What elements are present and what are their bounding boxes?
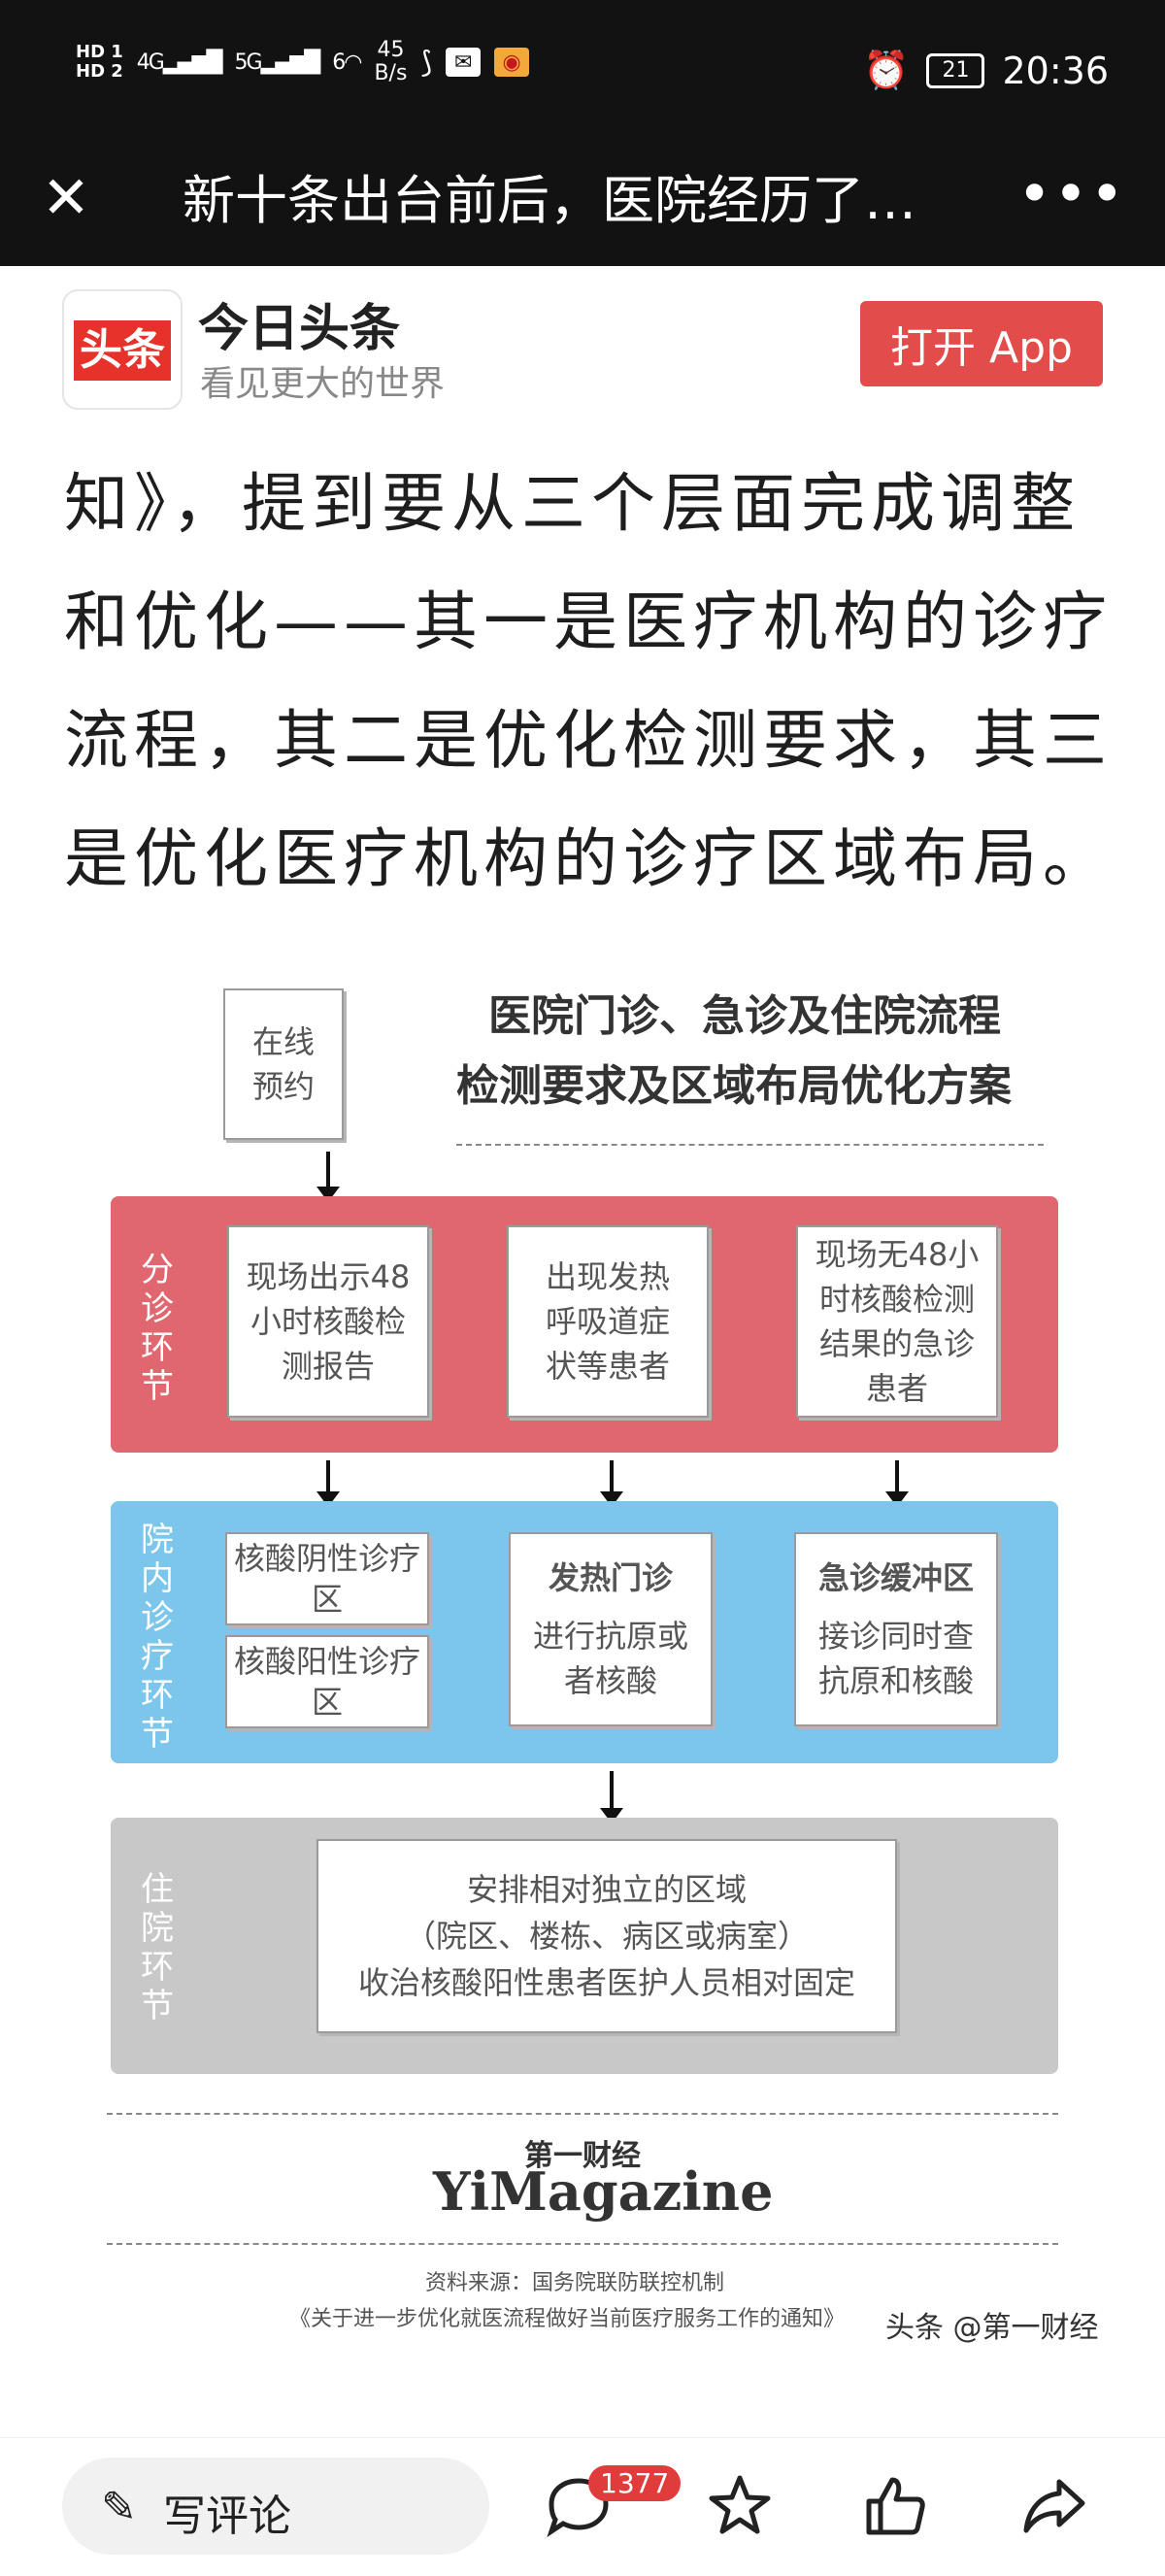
open-app-button[interactable]: 打开 App (860, 301, 1103, 386)
triage-box-emergency: 现场无48小时核酸检测结果的急诊患者 (796, 1225, 998, 1418)
brand-tagline: 看见更大的世界 (200, 364, 446, 404)
source-line2: 《关于进一步优化就医流程做好当前医疗服务工作的通知》 (289, 2307, 846, 2331)
positive-zone-box: 核酸阳性诊疗区 (225, 1635, 429, 1728)
logo-text: 头条 (74, 320, 171, 381)
watermark: 头条 @第一财经 (885, 2311, 1099, 2345)
arrow-down-4 (885, 1460, 909, 1507)
arrow-down-5 (600, 1771, 623, 1823)
page-title: 新十条出台前后，医院经历了… (183, 170, 916, 231)
inpatient-label: 住院环节 (141, 1870, 174, 2025)
alarm-icon: ⏰ (863, 49, 910, 91)
title-divider (456, 1144, 1044, 1146)
link-icon: ⟆ (420, 45, 433, 80)
mail-icon: ✉ (446, 48, 482, 77)
article-paragraph: 知》，提到要从三个层面完成调整和优化——其一是医疗机构的诊疗流程，其二是优化检测… (64, 466, 1113, 896)
signal-bars-icon-1: ▂▄▆█ (162, 50, 223, 75)
like-icon[interactable] (856, 2467, 934, 2545)
inhospital-label: 院内诊疗环节 (141, 1521, 174, 1754)
arrow-down-1 (316, 1152, 340, 1202)
comment-placeholder: 写评论 (163, 2492, 291, 2541)
footer-divider-top (107, 2113, 1058, 2115)
emergency-buffer-box: 急诊缓冲区 接诊同时查抗原和核酸 (794, 1532, 998, 1726)
comment-input[interactable]: ✎ 写评论 (62, 2458, 489, 2555)
pen-icon: ✎ (101, 2483, 137, 2532)
star-icon[interactable] (701, 2467, 779, 2545)
triage-box-fever: 出现发热呼吸道症状等患者 (507, 1225, 709, 1418)
infographic-title-line2: 检测要求及区域布局优化方案 (456, 1061, 1012, 1111)
clock: 20:36 (1002, 49, 1109, 92)
close-icon[interactable]: ✕ (41, 164, 91, 232)
title-bar: ✕ 新十条出台前后，医院经历了… ••• (0, 146, 1165, 266)
source-line1: 资料来源：国务院联防联控机制 (425, 2271, 725, 2295)
arrow-down-3 (600, 1460, 623, 1507)
more-options-icon[interactable]: ••• (1016, 160, 1126, 228)
hd1-indicator: HD 1 (76, 42, 123, 62)
weibo-icon: ◉ (494, 48, 530, 77)
hd2-indicator: HD 2 (76, 61, 123, 82)
inpatient-box: 安排相对独立的区域 （院区、楼栋、病区或病室） 收治核酸阳性患者医护人员相对固定 (316, 1839, 897, 2033)
network-4g: 4G▂▄▆█ (136, 50, 223, 75)
share-icon[interactable] (1015, 2467, 1093, 2545)
arrow-down-2 (316, 1460, 340, 1507)
footer-divider-bottom (107, 2243, 1058, 2245)
wifi-icon: 6◠ (332, 50, 362, 75)
triage-label: 分诊环节 (141, 1251, 174, 1406)
comment-icon[interactable] (540, 2467, 617, 2545)
yimagazine-logo: YiMagazine (433, 2160, 774, 2223)
infographic: 在线预约 医院门诊、急诊及住院流程 检测要求及区域布局优化方案 分诊环节 现场出… (107, 981, 1099, 2359)
bottom-action-bar: ✎ 写评论 1377 (0, 2437, 1165, 2576)
online-booking-box: 在线预约 (223, 988, 344, 1140)
negative-zone-box: 核酸阴性诊疗区 (225, 1532, 429, 1625)
speed-unit: B/s (374, 61, 408, 85)
brand-name: 今日头条 (198, 300, 401, 358)
infographic-title-line1: 医院门诊、急诊及住院流程 (488, 991, 1001, 1041)
signal-bars-icon-2: ▂▄▆█ (260, 50, 321, 75)
toutiao-logo: 头条 (62, 289, 183, 410)
status-bar: HD 1 HD 2 4G▂▄▆█ 5G▂▄▆█ 6◠ 45 B/s ⟆ ✉ ◉ … (0, 0, 1165, 146)
yimagazine-cn: 第一财经 (524, 2139, 641, 2173)
fever-clinic-box: 发热门诊 进行抗原或者核酸 (509, 1532, 713, 1726)
battery-icon: 21 (926, 52, 985, 88)
comment-count-badge: 1377 (588, 2465, 682, 2501)
network-5g: 5G▂▄▆█ (234, 50, 321, 75)
app-banner: 头条 今日头条 看见更大的世界 打开 App (0, 266, 1165, 410)
speed-value: 45 (377, 38, 405, 62)
triage-box-report: 现场出示48小时核酸检测报告 (227, 1225, 429, 1418)
network-speed: 45 B/s (374, 39, 407, 85)
